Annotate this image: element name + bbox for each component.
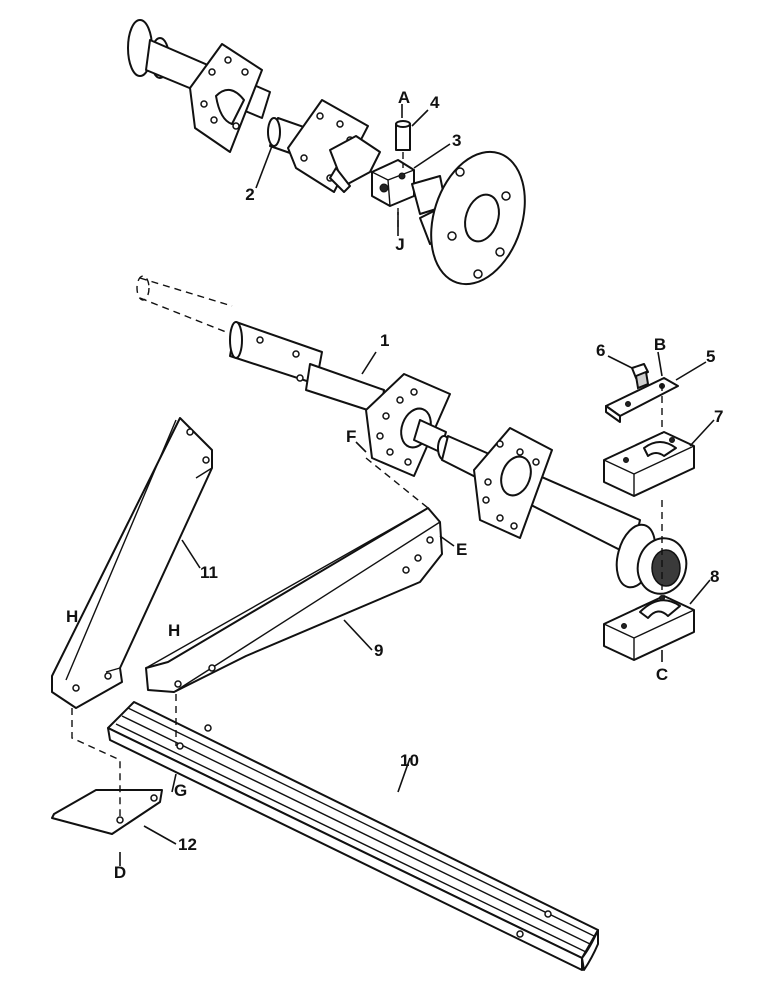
label-G: G xyxy=(174,781,187,800)
label-12: 12 xyxy=(178,835,197,854)
label-E: E xyxy=(456,540,467,559)
top-shaft-assembly xyxy=(127,19,526,286)
label-1: 1 xyxy=(380,331,389,350)
label-4: 4 xyxy=(430,93,440,112)
channel-part-10 xyxy=(107,701,599,971)
label-F: F xyxy=(346,427,356,446)
label-11: 11 xyxy=(200,563,218,582)
arm-part-9 xyxy=(145,507,443,693)
label-B: B xyxy=(654,335,666,354)
plate-part-12 xyxy=(51,789,163,835)
label-J: J xyxy=(395,235,404,254)
leader-lines xyxy=(119,104,715,866)
label-6: 6 xyxy=(596,341,605,360)
callout-labels: A 4 3 2 J 1 6 B 5 7 F E 11 8 H H 9 C 10 … xyxy=(66,88,723,882)
brace-part-11 xyxy=(51,417,213,709)
label-H-right: H xyxy=(168,621,180,640)
label-2: 2 xyxy=(245,185,254,204)
label-A: A xyxy=(398,88,410,107)
label-H-left: H xyxy=(66,607,78,626)
label-C: C xyxy=(656,665,668,684)
label-8: 8 xyxy=(710,567,719,586)
label-3: 3 xyxy=(452,131,461,150)
label-9: 9 xyxy=(374,641,383,660)
main-shaft-assembly xyxy=(136,275,688,595)
label-10: 10 xyxy=(400,751,419,770)
label-5: 5 xyxy=(706,347,715,366)
label-D: D xyxy=(114,863,126,882)
label-7: 7 xyxy=(714,407,723,426)
bearing-clamp-parts xyxy=(603,363,695,661)
